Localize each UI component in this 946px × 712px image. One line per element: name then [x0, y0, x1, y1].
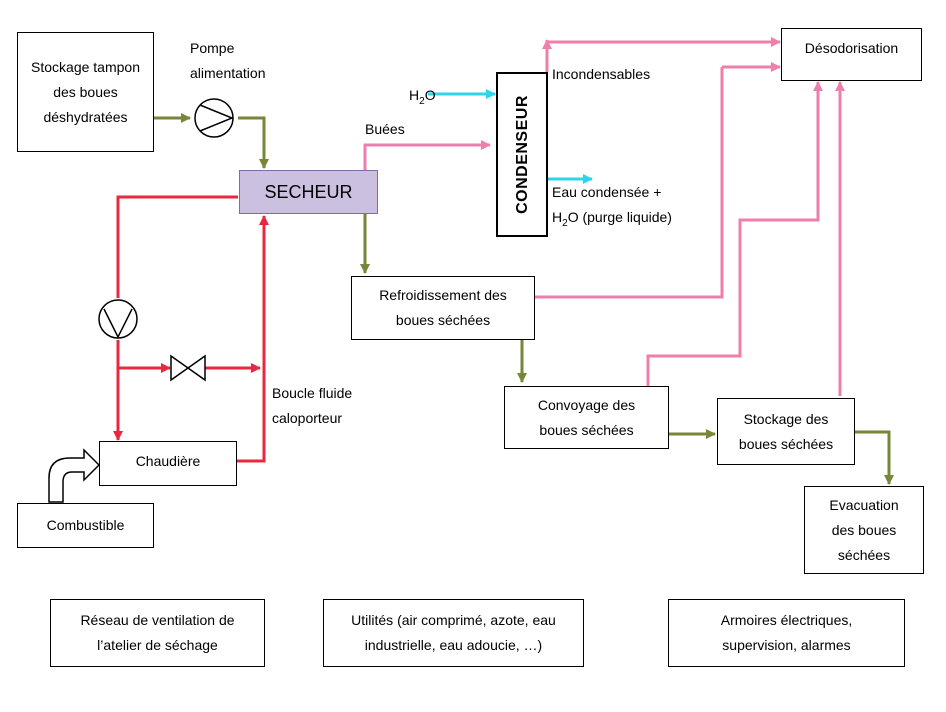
pompe-label-line1: Pompe	[190, 40, 235, 56]
stockage-seches-label: Stockage des boues séchées	[738, 410, 834, 452]
h2o-sub: 2	[419, 95, 425, 107]
utilites-label: Utilités (air comprimé, azote, eau indus…	[351, 612, 556, 653]
pompe-label: Pompe alimentation	[190, 36, 266, 86]
loop-pump-icon	[98, 299, 138, 339]
combustible-box: Combustible	[17, 503, 154, 548]
evacuation-box: Evacuation des boues séchées	[804, 486, 924, 574]
boucle-label-line1: Boucle fluide	[272, 385, 353, 401]
reseau-ventilation-box: Réseau de ventilation de l’atelier de sé…	[50, 599, 265, 667]
feed-pump-icon	[194, 98, 234, 138]
eau-condensee-h: H	[552, 209, 563, 225]
eau-condensee-line2: H2O (purge liquide)	[552, 205, 672, 236]
refroidissement-label: Refroidissement des boues séchées	[379, 287, 507, 328]
h2o-o: O	[424, 87, 436, 103]
secheur-box: SECHEUR	[239, 170, 378, 214]
h2o-h: H	[409, 87, 420, 103]
chaudiere-box: Chaudière	[99, 441, 237, 486]
armoires-box: Armoires électriques, supervision, alarm…	[668, 599, 905, 667]
combustible-label: Combustible	[46, 517, 125, 533]
convoyage-box: Convoyage des boues séchées	[504, 386, 669, 449]
valve-icon	[170, 354, 206, 382]
condenseur-label: CONDENSEUR	[513, 95, 531, 214]
stockage-to-evacuation-line	[855, 430, 894, 485]
armoires-label: Armoires électriques, supervision, alarm…	[720, 612, 853, 653]
combustible-feed-arrow-icon	[48, 448, 101, 503]
convoyage-label: Convoyage des boues séchées	[537, 396, 636, 438]
eau-condensee-label: Eau condensée + H2O (purge liquide)	[552, 180, 672, 236]
evacuation-label: Evacuation des boues séchées	[829, 496, 899, 563]
pompe-label-line2: alimentation	[190, 65, 266, 81]
stockage-tampon-label: Stockage tampon des boues déshydratées	[31, 58, 140, 125]
convoyage-vent-line	[646, 81, 823, 386]
refroidissement-vent-line	[535, 67, 724, 299]
eau-condensee-line1: Eau condensée +	[552, 184, 662, 200]
desodorisation-box: Désodorisation	[781, 28, 922, 81]
eau-condensee-sub: 2	[562, 217, 568, 229]
heat-loop-supply-line	[237, 215, 269, 463]
secheur-label: SECHEUR	[264, 181, 353, 202]
reseau-ventilation-label: Réseau de ventilation de l’atelier de sé…	[80, 612, 235, 653]
chaudiere-label: Chaudière	[135, 453, 201, 469]
feed-line-pump-to-secheur	[238, 116, 269, 169]
eau-condensee-rest: O (purge liquide)	[567, 209, 672, 225]
desodorisation-label: Désodorisation	[804, 40, 899, 56]
boucle-label-line2: caloporteur	[272, 410, 343, 426]
stockage-tampon-box: Stockage tampon des boues déshydratées	[17, 32, 154, 152]
condenseur-box: CONDENSEUR	[496, 72, 548, 237]
buees-label: Buées	[365, 121, 405, 137]
buees-line	[363, 140, 491, 180]
stockage-seches-box: Stockage des boues séchées	[717, 398, 855, 465]
heat-loop-return-line	[116, 195, 238, 298]
incondensables-label: Incondensables	[552, 66, 651, 82]
utilites-box: Utilités (air comprimé, azote, eau indus…	[323, 599, 584, 667]
boucle-label: Boucle fluide caloporteur	[272, 381, 352, 431]
h2o-label: H2O	[409, 83, 436, 114]
refroidissement-box: Refroidissement des boues séchées	[351, 276, 535, 340]
